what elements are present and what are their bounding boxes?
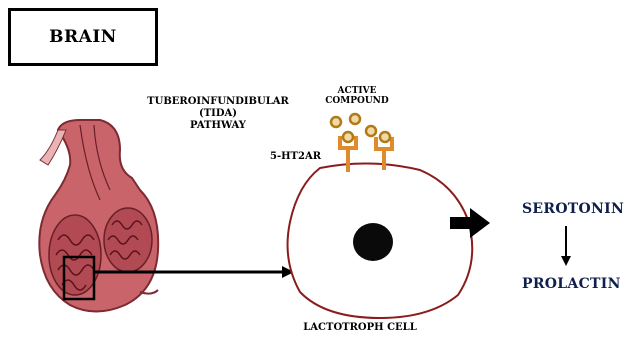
compound-molecule-icon <box>343 132 353 142</box>
compound-molecule-icon <box>366 126 376 136</box>
pituitary-gland-illustration <box>39 120 158 312</box>
compound-molecule-icon <box>331 117 341 127</box>
cell-nucleus <box>353 223 393 261</box>
compound-molecule-icon <box>350 114 360 124</box>
compound-molecule-icon <box>380 132 390 142</box>
down-arrow-icon <box>561 226 571 266</box>
